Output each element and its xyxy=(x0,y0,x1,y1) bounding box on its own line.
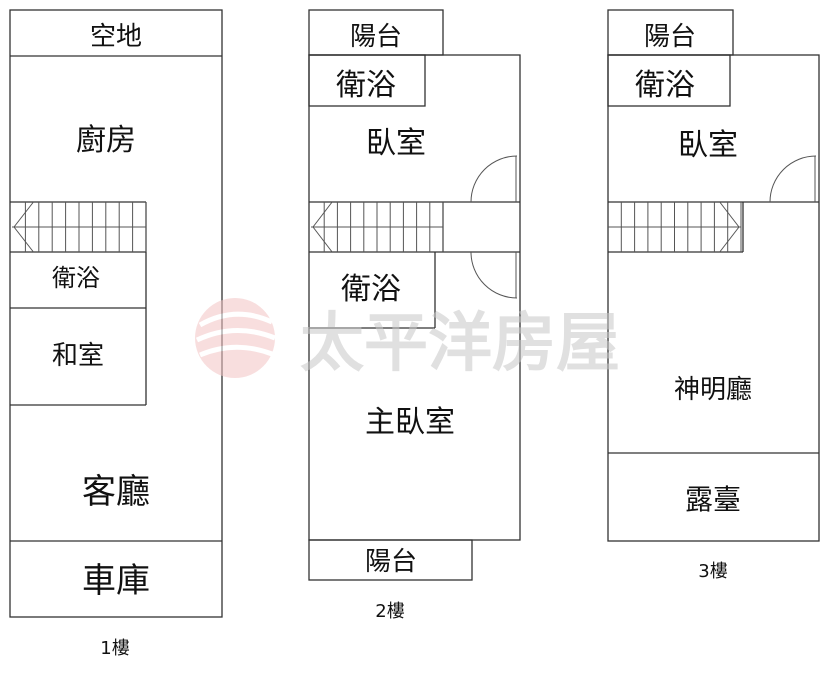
room-tatami: 和室 xyxy=(52,341,104,371)
stair-line xyxy=(13,226,34,253)
floor-2-label: 2樓 xyxy=(375,601,404,622)
room-bedroom: 臥室 xyxy=(678,128,738,163)
staircase xyxy=(12,201,147,253)
stair-line xyxy=(719,201,740,228)
door-bedroom xyxy=(470,155,518,203)
floor-3: 陽台 衛浴 臥室 神明廳 露臺 3樓 xyxy=(607,9,820,582)
room-bath-top: 衛浴 xyxy=(336,68,396,103)
room-terrace: 露臺 xyxy=(685,483,741,516)
room-bedroom: 臥室 xyxy=(366,126,426,161)
floor-2: 陽台 衛浴 臥室 衛浴 主臥室 陽台 2樓 xyxy=(308,9,521,622)
room-balcony-top: 陽台 xyxy=(350,22,402,52)
room-shrine: 神明廳 xyxy=(674,375,752,405)
stair-line xyxy=(719,226,740,253)
room-balcony: 陽台 xyxy=(644,22,696,52)
watermark-logo xyxy=(195,298,276,378)
staircase xyxy=(608,201,742,253)
room-kitchen: 廚房 xyxy=(76,123,136,158)
stair-line xyxy=(312,226,333,253)
room-bath: 衛浴 xyxy=(635,68,695,103)
door-master xyxy=(470,251,518,299)
room-garage: 車庫 xyxy=(82,561,150,601)
stair-line xyxy=(13,201,34,228)
room-bath: 衛浴 xyxy=(52,264,100,292)
door-bedroom xyxy=(769,155,817,203)
room-balcony-bottom: 陽台 xyxy=(365,547,417,577)
room-bath: 衛浴 xyxy=(341,272,401,307)
floor-1: 空地 廚房 衛浴 和室 客廳 車庫 1樓 xyxy=(9,9,223,659)
floor-3-label: 3樓 xyxy=(698,561,727,582)
room-living: 客廳 xyxy=(82,472,150,512)
watermark: 太平洋房屋 xyxy=(195,298,620,381)
room-yard: 空地 xyxy=(90,22,142,52)
room-master: 主臥室 xyxy=(365,405,455,440)
floor-1-label: 1樓 xyxy=(100,638,129,659)
staircase xyxy=(311,201,444,253)
stair-line xyxy=(312,201,333,228)
watermark-text: 太平洋房屋 xyxy=(300,306,620,381)
